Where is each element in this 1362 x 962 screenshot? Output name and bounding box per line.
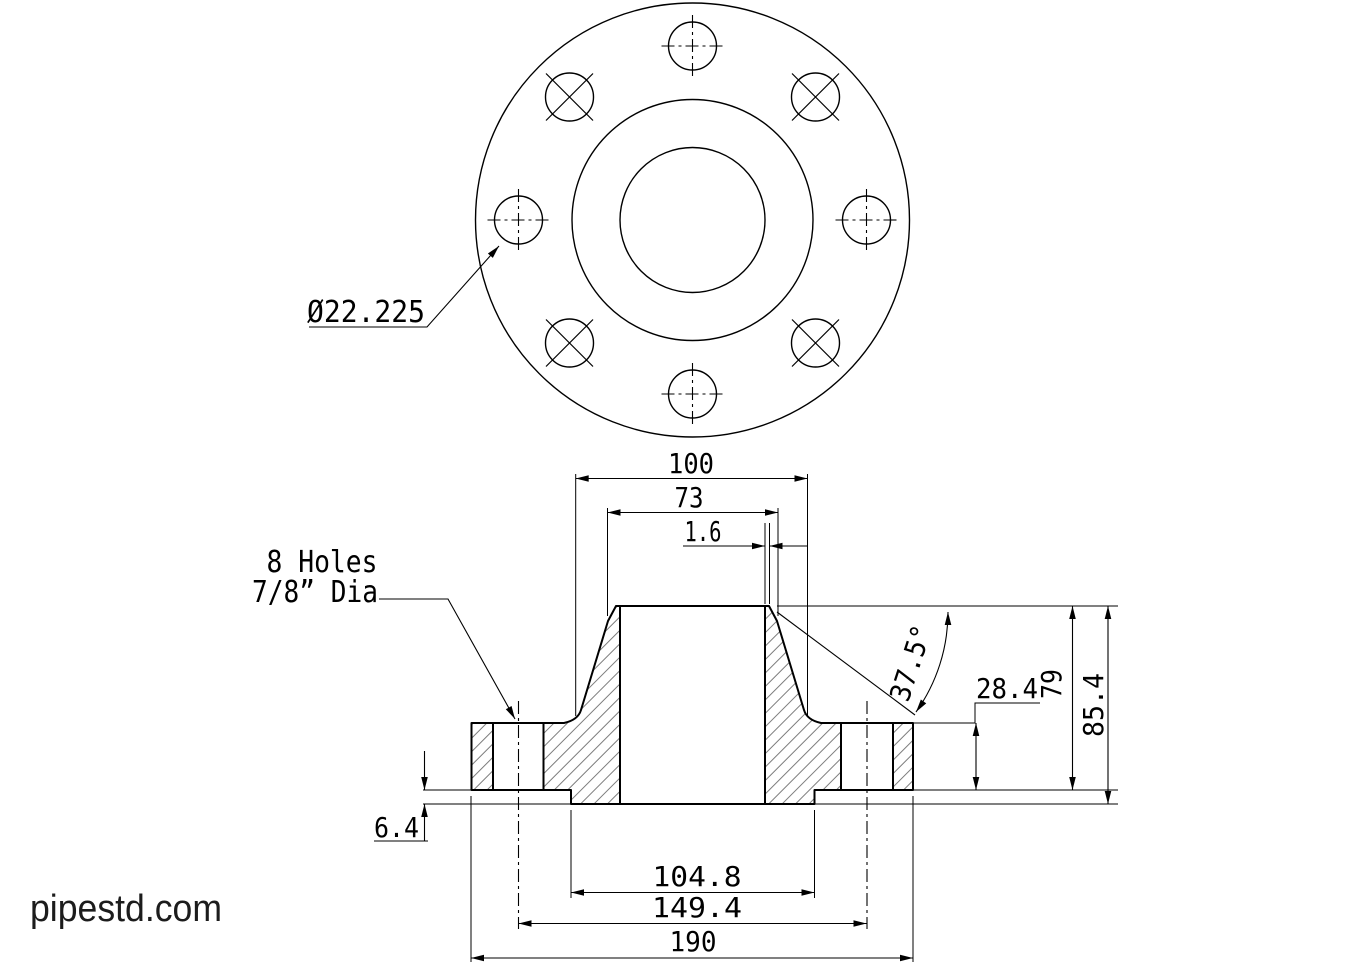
dim-bolt-hole-diameter-value: Ø22.225 xyxy=(307,295,425,330)
dim-weld-end-od-value: 73 xyxy=(675,481,704,514)
dim-weld-end-od: 73 xyxy=(607,481,779,616)
holes-note-line2: 7/8” Dia xyxy=(252,575,378,610)
bolt-holes-orthogonal xyxy=(487,15,898,425)
section-bolt-hole-edges xyxy=(492,723,894,790)
dim-raised-face-height-value: 6.4 xyxy=(374,811,419,844)
dim-raised-face-height: 6.4 xyxy=(374,751,571,844)
bolt-hole xyxy=(790,72,841,122)
dim-flange-thickness: 28.4 xyxy=(913,672,1118,791)
bolt-holes-diagonal xyxy=(544,72,841,368)
dim-bevel-angle-value: 37.5° xyxy=(883,621,938,705)
bolt-hole xyxy=(544,318,595,368)
section-view xyxy=(470,605,914,929)
dim-hub-diameter-value: 100 xyxy=(668,447,714,480)
bolt-hole-x-mark xyxy=(545,73,594,121)
dim-root-face: 1.6 xyxy=(683,515,807,604)
site-watermark: pipestd.com xyxy=(30,888,222,930)
holes-note-line1: 8 Holes xyxy=(267,545,378,580)
top-view: Ø22.225 xyxy=(307,2,911,438)
bolt-hole-x-mark xyxy=(791,319,840,367)
flange-outer-circle xyxy=(474,2,911,438)
dim-outside-diameter: 190 xyxy=(470,796,914,962)
hatch-left xyxy=(471,606,620,804)
dim-length-to-flange-bottom-value: 79 xyxy=(1035,669,1068,699)
dim-root-face-value: 1.6 xyxy=(685,515,722,548)
section-outline xyxy=(470,605,914,805)
bore-circle xyxy=(619,146,766,294)
dim-outside-diameter-value: 190 xyxy=(670,925,717,958)
dim-overall-length: 85.4 xyxy=(814,606,1118,805)
dim-bolt-hole-diameter: Ø22.225 xyxy=(307,245,500,330)
raised-face-circle xyxy=(571,98,814,342)
dim-bolt-circle-diameter-value: 149.4 xyxy=(652,891,742,924)
holes-note: 8 Holes 7/8” Dia xyxy=(252,545,516,720)
dim-bolt-circle-diameter: 149.4 xyxy=(518,891,867,927)
dim-raised-face-diameter: 104.8 xyxy=(570,810,815,898)
dim-raised-face-diameter-value: 104.8 xyxy=(653,860,742,893)
dim-flange-thickness-value: 28.4 xyxy=(976,672,1038,705)
bolt-hole-x-mark xyxy=(545,319,594,367)
dim-hub-diameter: 100 xyxy=(575,447,808,717)
bolt-hole xyxy=(544,72,595,122)
dimensions: 100 73 1.6 37.5° 28.4 xyxy=(252,447,1118,962)
dim-bevel-angle: 37.5° xyxy=(776,611,952,716)
dim-overall-length-value: 85.4 xyxy=(1077,673,1110,737)
hatch-right xyxy=(765,606,913,804)
bolt-hole-x-mark xyxy=(791,73,840,121)
bolt-hole xyxy=(790,318,841,368)
dim-length-to-flange-bottom: 79 xyxy=(777,605,1118,790)
